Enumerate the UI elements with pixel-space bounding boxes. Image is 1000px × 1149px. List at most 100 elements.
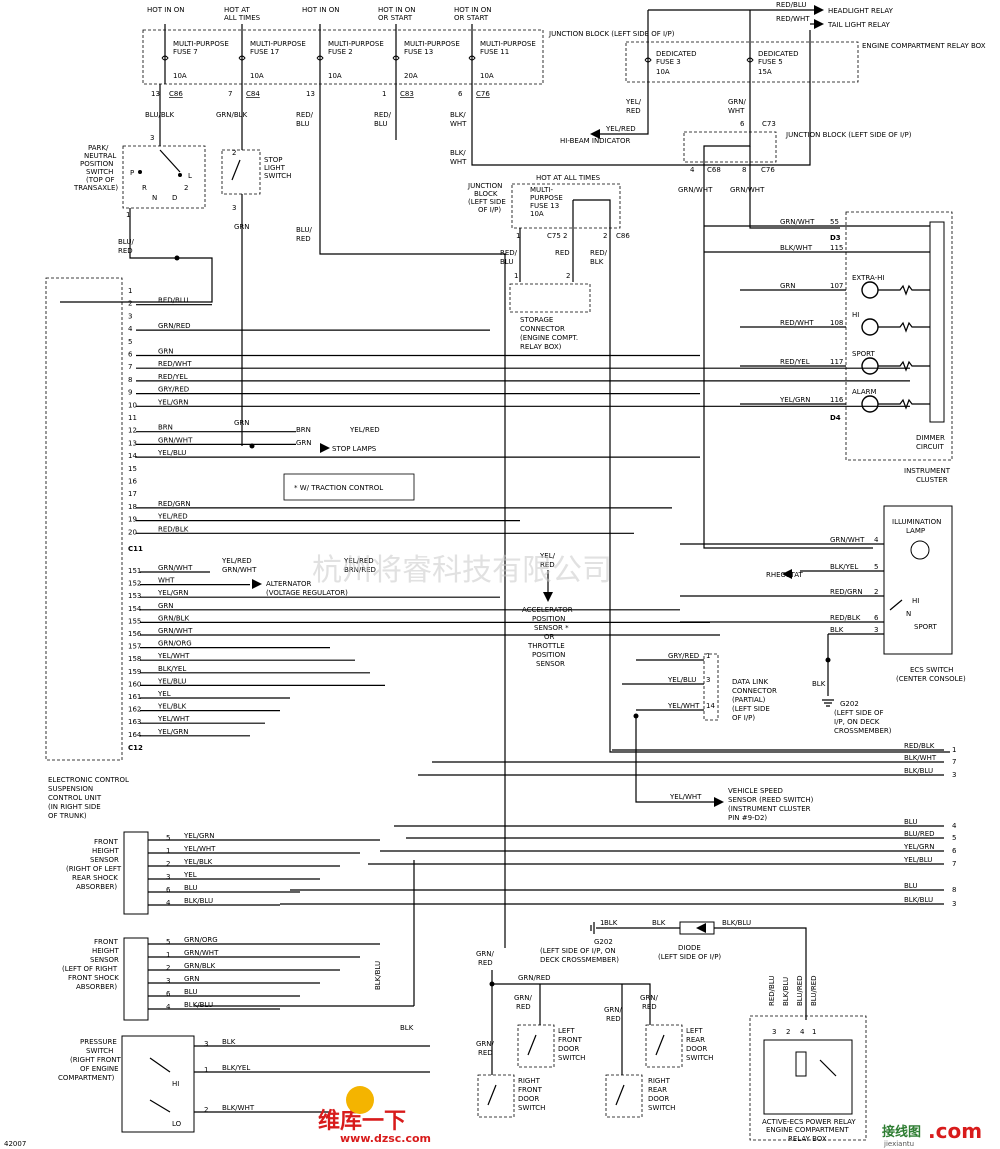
g202-bottom-wire: BLK	[604, 919, 618, 927]
fhs-right-box	[123, 937, 149, 1021]
ecu-pin: 11	[128, 414, 137, 422]
fuse11-wire: BLK/WHT	[450, 111, 467, 128]
alt-wire-c: YEL/RED	[343, 557, 374, 565]
ref-number: 3	[952, 900, 956, 908]
door-grnred: GRN/RED	[518, 974, 551, 982]
fuse-rating: 10A	[480, 72, 494, 80]
ecu-pin: 9	[128, 389, 132, 397]
c68-pin: 4	[690, 166, 695, 174]
ps-pin: 1	[204, 1066, 208, 1074]
ecu-pin-wire: GRN	[158, 348, 174, 356]
stop-grn: GRN	[296, 439, 312, 447]
ecs-pin: 3	[874, 626, 878, 634]
ecu-pin-wire: GRY/RED	[158, 386, 189, 394]
sensor-wire: BLU	[184, 884, 197, 892]
junction-block-c73: C73 6 JUNCTION BLOCK (LEFT SIDE OF I/P) …	[678, 120, 912, 549]
stop-pin-3: 3	[232, 204, 236, 212]
ecu-pin-wire: GRN/RED	[158, 322, 191, 330]
cluster-pin: 115	[830, 244, 843, 252]
ref-number: 3	[952, 771, 956, 779]
jb-c73-wire2: GRN/WHT	[730, 186, 765, 194]
ecs-switch-contact	[889, 599, 903, 611]
relay-wire: RED/WHT	[776, 15, 810, 23]
fuse-pin: 1	[382, 90, 386, 98]
engine-fuse-rating: 10A	[656, 68, 670, 76]
ecs-wire: GRN/WHT	[830, 536, 865, 544]
arrow-right-icon	[814, 19, 824, 29]
ecs-wire: BLK/YEL	[830, 563, 858, 571]
dlc-outline	[703, 653, 719, 721]
ground-icon	[590, 922, 595, 934]
fuse-icon	[316, 55, 324, 61]
engine-fuse-rating: 15A	[758, 68, 772, 76]
sensor-pin: 6	[166, 990, 171, 998]
ecu-pin-wire: WHT	[158, 577, 175, 585]
door-switches: GRN/RED GRN/RED GRN/RED GRN/RED GRN/RED …	[476, 950, 713, 1118]
sensor-wire: GRN/WHT	[184, 949, 219, 957]
ecu-pin-wire: GRN/WHT	[158, 627, 193, 635]
ecu-pin-wire: GRN/WHT	[158, 436, 193, 444]
ps-wire: BLK	[222, 1038, 236, 1046]
stop-brn: BRN	[296, 426, 311, 434]
arrow-right-icon	[814, 5, 824, 15]
fuse-icon	[161, 55, 169, 61]
relay-contact	[819, 1059, 837, 1077]
ecu-pin: 20	[128, 528, 137, 536]
sensor-pin: 3	[166, 977, 170, 985]
pos-d: D	[172, 194, 177, 202]
park-feed-wire: BLU/BLK	[145, 111, 175, 119]
c68-label: C68	[707, 166, 721, 174]
ecu-pin: 16	[128, 478, 137, 486]
sensor-wire: YEL/BLK	[183, 858, 213, 866]
ecu-pin: 155	[128, 617, 141, 625]
cluster-wire: RED/WHT	[780, 319, 814, 327]
multi-purpose-fuse-block: JUNCTION BLOCK (LEFT SIDE OF I/P) HOT IN…	[142, 6, 675, 98]
ecu-pin-wire: YEL/BLU	[157, 449, 186, 457]
ecu-pin: 163	[128, 718, 141, 726]
pos-p: P	[130, 169, 134, 177]
fuse-connector: C76	[476, 90, 490, 98]
jb13-wire2: RED	[555, 249, 570, 257]
ecu-pin-wire: GRN/BLK	[158, 614, 190, 622]
fuse-icon	[468, 55, 476, 61]
ecu-pin: 8	[128, 376, 132, 384]
accel-wire: YEL/RED	[539, 552, 556, 569]
sensor-wire: YEL/WHT	[183, 845, 216, 853]
stop-yelred: YEL/RED	[349, 426, 380, 434]
fuse-icon	[644, 57, 652, 63]
ecu-pin-wire: YEL/WHT	[157, 715, 190, 723]
ps-lo: LO	[172, 1120, 182, 1128]
jb13-feed: HOT AT ALL TIMES	[536, 174, 601, 182]
sensor-wire: GRN/ORG	[184, 936, 218, 944]
pos-l: L	[188, 172, 192, 180]
fuse-pin: 7	[228, 90, 232, 98]
arrow-left-icon	[782, 569, 792, 579]
ecu-pin-wire: BLK/YEL	[158, 665, 186, 673]
traction-note: * W/ TRACTION CONTROL	[294, 484, 383, 492]
ecu-pin-wire: YEL/GRN	[157, 398, 188, 406]
sensor-pin: 5	[166, 834, 170, 842]
ecu-pin: 164	[128, 731, 142, 739]
ecu-pin: 13	[128, 439, 137, 447]
pos-n: N	[152, 194, 157, 202]
ecu-pin-wire: YEL/BLK	[157, 703, 187, 711]
active-ecs-power-relay: 3 2 4 1 RED/BLU BLK/BLU BLU/RED BLU/RED …	[749, 975, 867, 1143]
ecu-pin: 15	[128, 465, 137, 473]
sensor-wire: GRN	[184, 975, 200, 983]
